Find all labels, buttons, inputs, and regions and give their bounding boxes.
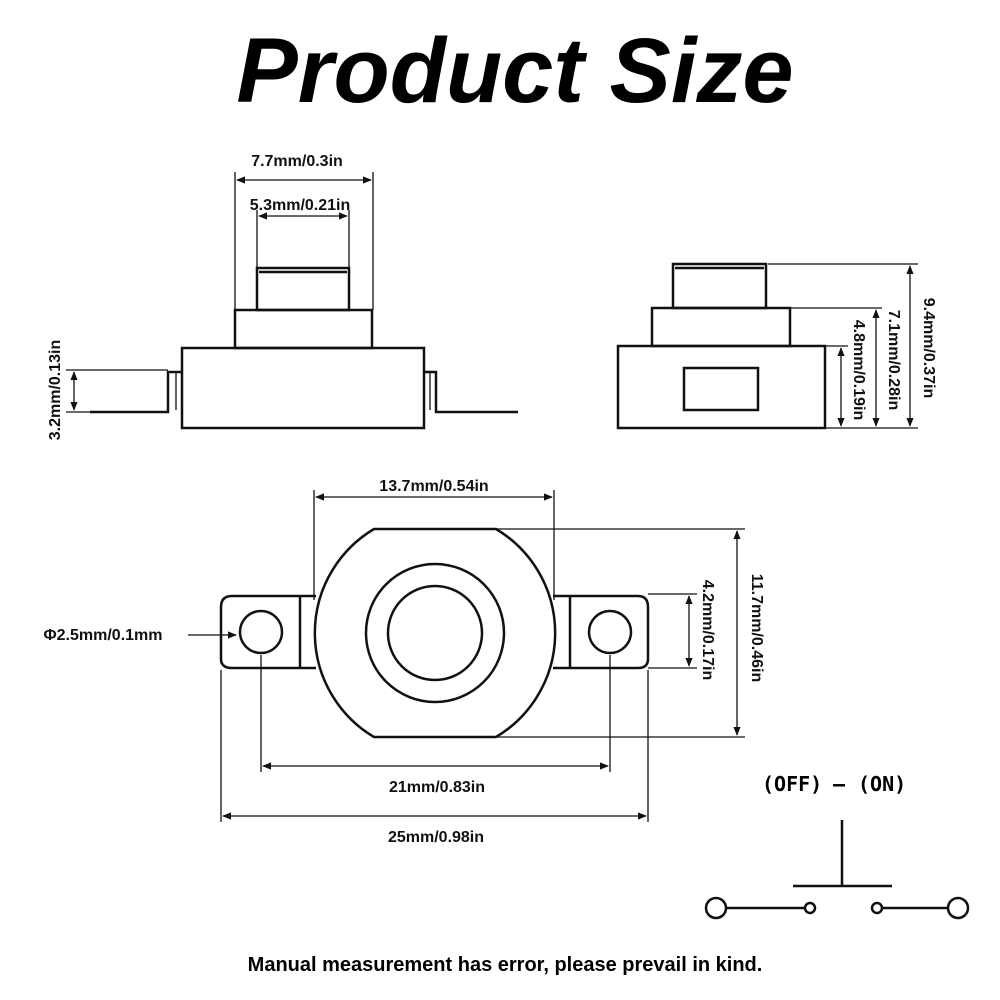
footer-note: Manual measurement has error, please pre… — [248, 954, 763, 976]
side-view: 9.4mm/0.37in 7.1mm/0.28in 4.8mm/0.19in — [616, 262, 937, 430]
button-cap — [255, 266, 351, 312]
terminal-left — [704, 896, 728, 920]
right-mounting-tab — [553, 594, 650, 670]
hole-diameter-label: Φ2.5mm/0.1mm — [44, 627, 163, 644]
front-view: 7.7mm/0.3in 5.3mm/0.21in 3.2mm/0.13in — [47, 153, 518, 440]
switch-symbol: (OFF) — (ON) — [704, 772, 970, 920]
body-height-label: 11.7mm/0.46in — [748, 574, 765, 683]
left-pin — [90, 370, 182, 414]
side-total-height-label: 9.4mm/0.37in — [920, 298, 937, 399]
right-mounting-hole — [587, 609, 633, 655]
switch-on-label: (ON) — [858, 772, 906, 796]
switch-body-top — [313, 527, 557, 739]
contact-right — [870, 901, 884, 915]
overall-width-label: 25mm/0.98in — [388, 829, 484, 846]
contact-left — [803, 901, 817, 915]
left-mounting-tab — [219, 594, 316, 670]
side-body — [616, 344, 827, 430]
front-button-width-label: 5.3mm/0.21in — [250, 197, 351, 214]
terminal-right — [946, 896, 970, 920]
tab-height-label: 4.2mm/0.17in — [699, 580, 716, 681]
switch-collar — [233, 308, 374, 350]
front-width-label: 7.7mm/0.3in — [251, 153, 343, 170]
body-width-label: 13.7mm/0.54in — [379, 478, 488, 495]
switch-dash-label: — — [833, 772, 846, 796]
side-collar — [650, 306, 792, 348]
switch-off-label: (OFF) — [762, 772, 822, 796]
side-base-height-label: 4.8mm/0.19in — [850, 320, 867, 421]
front-pin-height-label: 3.2mm/0.13in — [47, 340, 64, 441]
hole-spacing-label: 21mm/0.83in — [389, 779, 485, 796]
top-view: 13.7mm/0.54in 11.7mm/0.46in 4.2mm/0.17in… — [44, 478, 765, 846]
page-title: Product Size — [236, 20, 793, 122]
side-mid-height-label: 7.1mm/0.28in — [885, 310, 902, 411]
button-outer-ring — [364, 562, 506, 704]
button-inner-ring — [386, 584, 484, 682]
switch-body — [180, 346, 426, 430]
left-mounting-hole — [238, 609, 284, 655]
right-pin — [424, 370, 518, 414]
side-button-cap — [671, 262, 768, 310]
side-window — [682, 366, 760, 412]
